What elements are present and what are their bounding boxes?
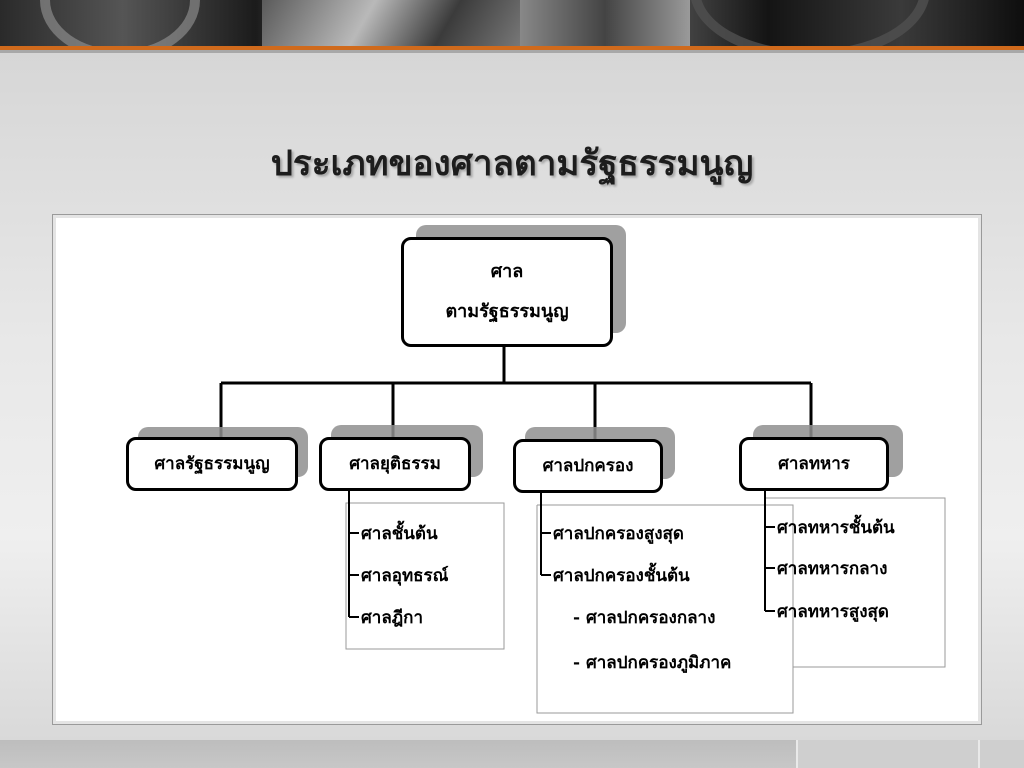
tire-image — [690, 0, 930, 46]
footer-segment — [796, 740, 978, 768]
list-item: ศาลทหารชั้นต้น — [777, 518, 895, 538]
branch-node-administrative: ศาลปกครอง — [513, 439, 663, 493]
list-item: - ศาลปกครองภูมิภาค — [573, 653, 732, 673]
accent-line — [0, 46, 1024, 50]
root-line-1: ศาล — [490, 261, 524, 282]
list-item: ศาลชั้นต้น — [361, 524, 438, 544]
wheel-image — [40, 0, 200, 46]
org-chart: ศาล ตามรัฐธรรมนูญ ศาลรัฐธรรมนูญ ศาลยุติธ… — [52, 214, 982, 725]
list-item: ศาลอุทธรณ์ — [361, 566, 449, 586]
list-item: ศาลทหารกลาง — [777, 559, 888, 579]
root-line-2: ตามรัฐธรรมนูญ — [445, 301, 569, 322]
page-title: ประเภทของศาลตามรัฐธรรมนูญ — [270, 144, 754, 184]
list-item: - ศาลปกครองกลาง — [573, 608, 716, 628]
list-item: ศาลปกครองชั้นต้น — [553, 566, 690, 586]
list-item: ศาลฎีกา — [361, 608, 424, 628]
divider — [0, 50, 1024, 53]
list-item: ศาลทหารสูงสุด — [777, 602, 889, 622]
root-node: ศาล ตามรัฐธรรมนูญ — [401, 237, 613, 347]
footer-segment — [978, 740, 1024, 768]
branch-node-military: ศาลทหาร — [739, 437, 889, 491]
branch-node-constitutional: ศาลรัฐธรรมนูญ — [126, 437, 298, 491]
branch-node-justice: ศาลยุติธรรม — [319, 437, 471, 491]
header-banner — [0, 0, 1024, 46]
list-item: ศาลปกครองสูงสุด — [553, 524, 684, 544]
